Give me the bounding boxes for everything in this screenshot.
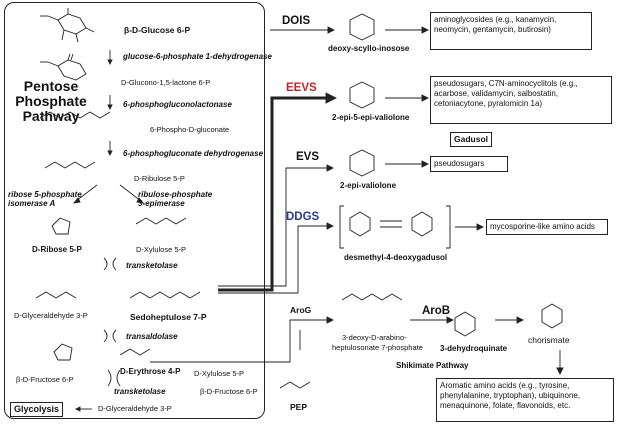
- ribose-5p-label: D-Ribose 5-P: [32, 245, 82, 254]
- eevs-box-text: pseudosugars, C7N-aminocyclitols (e.g., …: [434, 79, 578, 108]
- evs-product-ring: [349, 149, 375, 177]
- enzyme-rpi: ribose 5-phosphate isomerase A: [8, 190, 86, 208]
- fructose-6p-label: β-D-Fructose 6-P: [16, 375, 74, 384]
- evs-product-box: pseudosugars: [430, 156, 508, 172]
- enzyme-rpi-text: ribose 5-phosphate isomerase A: [8, 190, 82, 208]
- dois-label: DOIS: [282, 15, 311, 27]
- shikimate-arrows: [150, 316, 564, 376]
- ddgs-box-text: mycosporine-like amino acids: [490, 222, 595, 231]
- arog-label: AroG: [290, 305, 312, 315]
- glycolysis-box: Glycolysis: [10, 402, 64, 417]
- pep-structure: [279, 381, 311, 389]
- ppp-arrows: [72, 50, 145, 412]
- xylulose-5p-b-label: D-Xylulose 5-P: [194, 369, 245, 378]
- glyceraldehyde-3p-b-label: D-Glyceraldehyde 3-P: [98, 404, 172, 413]
- eevs-product-box: pseudosugars, C7N-aminocyclitols (e.g., …: [430, 76, 612, 124]
- ddgs-ring-1: [349, 211, 371, 237]
- glucose-6p-label: β-D-Glucose 6-P: [124, 25, 191, 35]
- dois-box-text: aminoglycosides (e.g., kanamycin, neomyc…: [434, 15, 557, 34]
- shikimate-pathway-label: Shikimate Pathway: [396, 361, 469, 370]
- dhq-ring: [454, 311, 476, 337]
- enzyme-transaldolase: transaldolase: [126, 332, 178, 341]
- phosphogluconate-label: 6-Phospho-D-gluconate: [150, 125, 230, 134]
- erythrose-4p-label: D-Erythrose 4-P: [120, 367, 181, 376]
- aromatic-box-text: Aromatic amino acids (e.g., tyrosine, ph…: [440, 381, 581, 410]
- xylulose-5p-label: D-Xylulose 5-P: [136, 245, 187, 254]
- main-branch-arrows: [218, 92, 338, 294]
- glyceraldehyde-structure: [35, 291, 77, 299]
- ddgs-ring-2: [411, 211, 433, 237]
- dahp-line-1: 3-deoxy-D-arabino-: [342, 333, 407, 342]
- ddgs-label: DDGS: [286, 211, 320, 223]
- eevs-label: EEVS: [286, 82, 317, 94]
- title-line-1: Pentose: [23, 78, 79, 94]
- pentose-phosphate-panel: [4, 2, 265, 419]
- enzyme-6pgdh: 6-phosphogluconate dehydrogenase: [123, 149, 264, 158]
- ribulose-5p-label: D-Ribulose 5-P: [134, 174, 185, 183]
- enzyme-transketolase: transketolase: [126, 261, 178, 270]
- dhq-label: 3-dehydroquinate: [440, 344, 508, 353]
- enzyme-lactonase: 6-phosphogluconolactonase: [123, 100, 232, 109]
- ddgs-product-box: mycosporine-like amino acids: [486, 219, 608, 235]
- enzyme-rpe-text: ribulose-phosphate 3-epimerase: [138, 190, 213, 208]
- evs-product-label: 2-epi-valiolone: [340, 181, 397, 190]
- dahp-structure: [341, 293, 403, 301]
- fructose-structure: [53, 343, 73, 361]
- chorismate-label: chorismate: [528, 335, 570, 345]
- evs-label: EVS: [296, 151, 320, 163]
- xylulose-structure: [135, 217, 187, 225]
- arob-label: AroB: [422, 305, 451, 317]
- product-box-arrows: [385, 26, 485, 231]
- dois-product-label: deoxy-scyllo-inosose: [328, 44, 410, 53]
- enzyme-transketolase-2: transketolase: [114, 387, 166, 396]
- chorismate-ring: [541, 303, 563, 329]
- enzyme-g6pdh: glucose-6-phosphate 1-dehydrogenase: [123, 52, 272, 61]
- dois-product-ring: [349, 13, 375, 41]
- dois-arrow: [270, 26, 336, 34]
- title-line-3: Pathway: [22, 108, 80, 124]
- fructose-6p-b-label: β-D-Fructose 6-P: [200, 387, 258, 396]
- glucose-6p-structure: [40, 8, 95, 43]
- eevs-product-ring: [349, 81, 375, 109]
- sedoheptulose-7p-label: Sedoheptulose 7-P: [130, 312, 207, 322]
- gadusol-box: Gadusol: [450, 132, 493, 147]
- pep-label: PEP: [290, 402, 308, 412]
- glycolysis-label: Glycolysis: [14, 404, 60, 414]
- ribose-structure: [51, 217, 71, 235]
- title-line-2: Phosphate: [15, 93, 87, 109]
- eevs-product-label: 2-epi-5-epi-valiolone: [332, 113, 410, 122]
- aromatic-products-box: Aromatic amino acids (e.g., tyrosine, ph…: [436, 378, 614, 422]
- panel-title: Pentose Phosphate Pathway: [8, 79, 94, 124]
- sedoheptulose-structure: [129, 291, 201, 299]
- gluconolactone-label: D-Glucono-1,5-lactone 6-P: [121, 78, 211, 87]
- lactone-structure: [40, 53, 87, 81]
- dois-product-box: aminoglycosides (e.g., kanamycin, neomyc…: [430, 12, 592, 50]
- glyceraldehyde-3p-label: D-Glyceraldehyde 3-P: [14, 311, 88, 320]
- enzyme-rpe: ribulose-phosphate 3-epimerase: [138, 190, 218, 208]
- ddgs-product-label: desmethyl-4-deoxygadusol: [344, 253, 448, 262]
- ribulose-structure: [44, 161, 96, 169]
- phosphogluconate-structure: [39, 111, 111, 119]
- ddgs-brackets: [339, 205, 451, 249]
- gadusol-label: Gadusol: [454, 134, 489, 144]
- dahp-line-2: heptulosonate 7-phosphate: [332, 343, 423, 352]
- erythrose-structure: [119, 348, 151, 356]
- evs-box-text: pseudosugars: [434, 159, 485, 168]
